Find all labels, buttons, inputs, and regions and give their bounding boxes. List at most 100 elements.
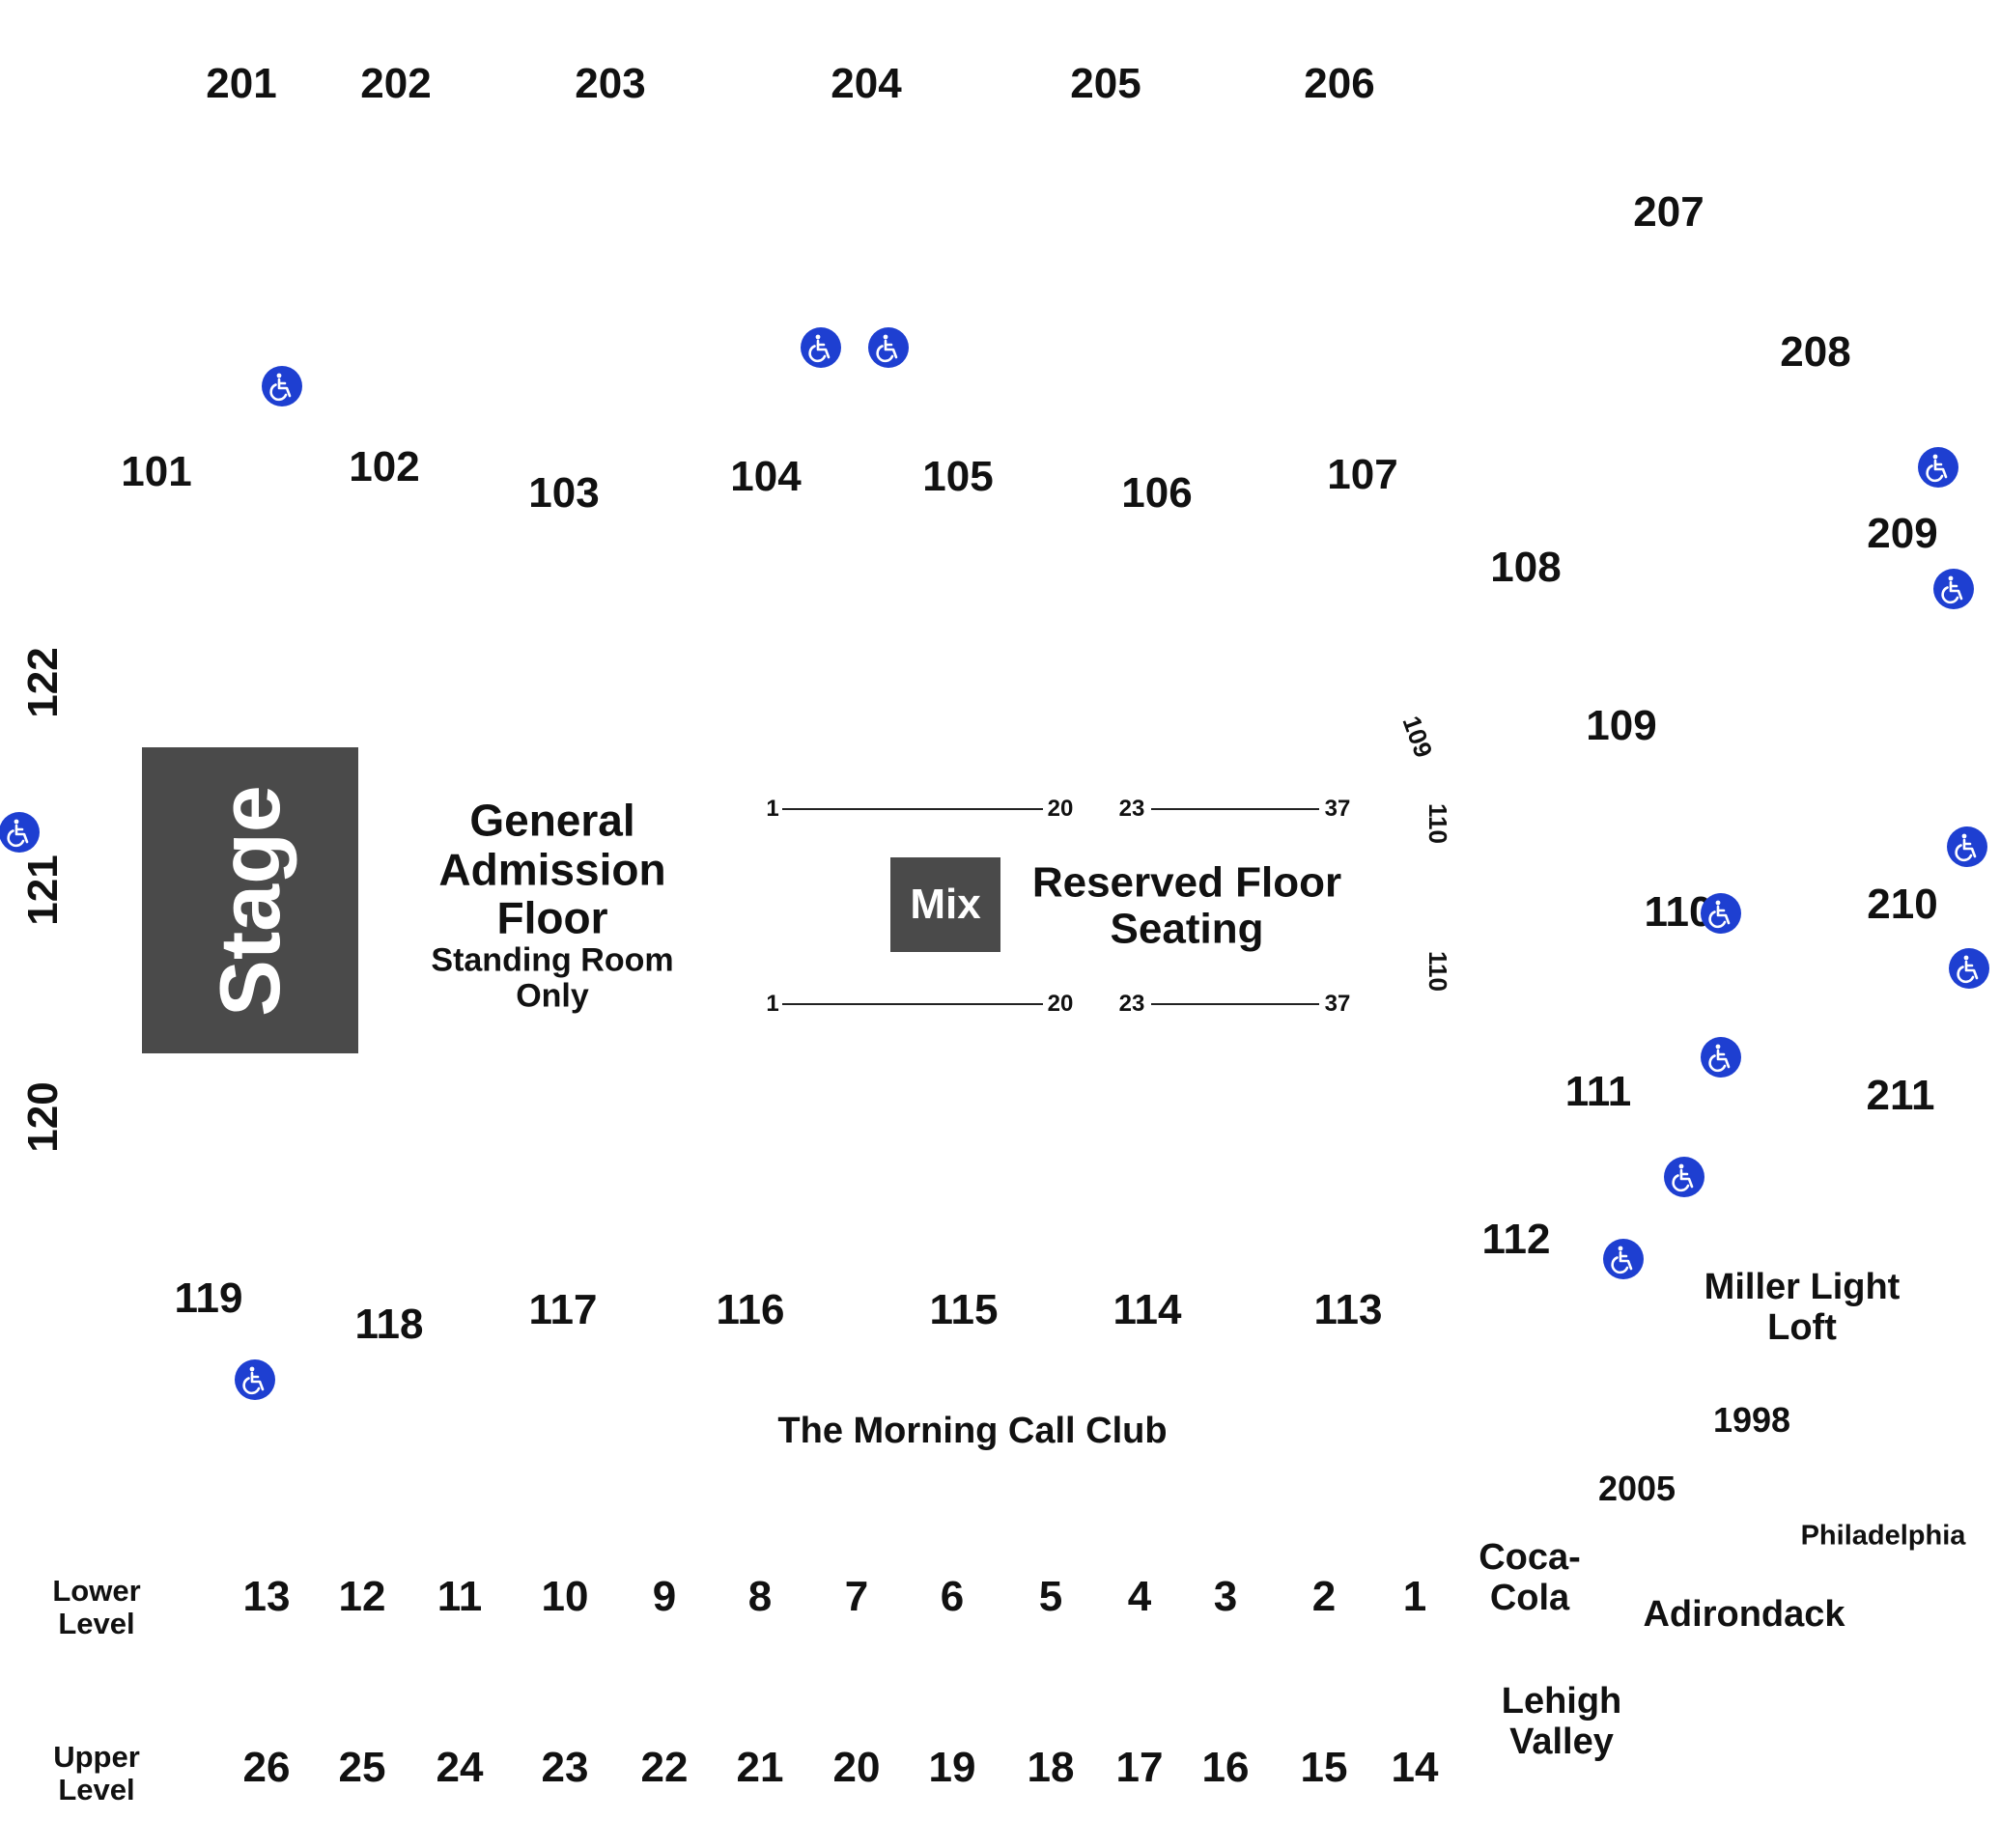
mix-label: Mix	[910, 881, 981, 928]
lower-suite-7[interactable]: 7	[844, 1573, 869, 1620]
upper-suite-23[interactable]: 23	[541, 1744, 589, 1791]
upper-suite-21[interactable]: 21	[736, 1744, 784, 1791]
wheelchair-accessible-icon	[1947, 826, 1987, 867]
section-103[interactable]: 103	[528, 469, 600, 517]
morning-call-club[interactable]: The Morning Call Club	[777, 1411, 1168, 1451]
section-206[interactable]: 206	[1304, 60, 1375, 107]
upper-level-line2: Level	[58, 1773, 135, 1806]
suite-philadelphia[interactable]: Philadelphia	[1800, 1520, 1966, 1552]
upper-suite-16[interactable]: 16	[1201, 1744, 1250, 1791]
miller-light-loft[interactable]: Miller Light Loft	[1704, 1267, 1901, 1349]
section-122[interactable]: 122	[19, 647, 67, 718]
section-114[interactable]: 114	[1113, 1286, 1182, 1333]
section-207[interactable]: 207	[1633, 188, 1704, 236]
section-211[interactable]: 211	[1866, 1072, 1935, 1119]
upper-suite-22[interactable]: 22	[640, 1744, 689, 1791]
upper-suite-26[interactable]: 26	[242, 1744, 291, 1791]
lower-suite-8[interactable]: 8	[747, 1573, 773, 1620]
row-label-top-20: 20	[1047, 796, 1074, 822]
section-104[interactable]: 104	[730, 453, 802, 500]
section-119[interactable]: 119	[174, 1274, 243, 1322]
upper-suite-20[interactable]: 20	[832, 1744, 881, 1791]
row-line-bottom-left	[782, 1003, 1043, 1005]
section-116[interactable]: 116	[716, 1286, 785, 1333]
lower-suite-12[interactable]: 12	[338, 1573, 386, 1620]
row-line-top-right	[1151, 808, 1319, 810]
section-102[interactable]: 102	[349, 443, 420, 490]
lower-suite-9[interactable]: 9	[652, 1573, 677, 1620]
lower-suite-13[interactable]: 13	[242, 1573, 291, 1620]
lower-suite-5[interactable]: 5	[1038, 1573, 1063, 1620]
upper-suite-18[interactable]: 18	[1027, 1744, 1075, 1791]
lehigh-valley-suite[interactable]: Lehigh Valley	[1502, 1681, 1622, 1763]
upper-suite-14[interactable]: 14	[1391, 1744, 1439, 1791]
lower-level-label: Lower Level	[52, 1574, 140, 1640]
row-line-bottom-right	[1151, 1003, 1319, 1005]
miller-line1: Miller Light	[1704, 1267, 1901, 1308]
suite-2005[interactable]: 2005	[1597, 1469, 1676, 1508]
section-202[interactable]: 202	[360, 60, 432, 107]
wheelchair-accessible-icon	[868, 327, 909, 368]
lower-suite-11[interactable]: 11	[437, 1573, 483, 1620]
section-203[interactable]: 203	[575, 60, 646, 107]
ga-sub-line2: Only	[516, 977, 589, 1015]
section-210[interactable]: 210	[1867, 881, 1938, 928]
section-118[interactable]: 118	[354, 1301, 424, 1348]
stage-label: Stage	[202, 784, 297, 1017]
general-admission-floor[interactable]: General Admission Floor Standing Room On…	[431, 797, 673, 1016]
upper-suite-25[interactable]: 25	[338, 1744, 386, 1791]
ga-sub-line1: Standing Room	[431, 941, 674, 979]
reserved-line1: Reserved Floor	[1031, 858, 1342, 907]
reserved-floor-seating[interactable]: Reserved Floor Seating	[1031, 858, 1342, 954]
adirondack-suite[interactable]: Adirondack	[1643, 1594, 1845, 1635]
section-110-floor-label-bottom[interactable]: 110	[1423, 951, 1452, 992]
section-208[interactable]: 208	[1780, 328, 1851, 376]
lower-suite-3[interactable]: 3	[1213, 1573, 1238, 1620]
section-109-floor-label[interactable]: 109	[1396, 712, 1439, 762]
wheelchair-accessible-icon	[1701, 1037, 1741, 1078]
row-line-top-left	[782, 808, 1043, 810]
coca-line2: Cola	[1489, 1578, 1570, 1618]
upper-suite-15[interactable]: 15	[1300, 1744, 1348, 1791]
section-204[interactable]: 204	[831, 60, 902, 107]
section-112[interactable]: 112	[1481, 1216, 1551, 1263]
lower-suite-10[interactable]: 10	[541, 1573, 589, 1620]
section-111[interactable]: 111	[1564, 1068, 1632, 1115]
lower-suite-1[interactable]: 1	[1402, 1573, 1427, 1620]
wheelchair-accessible-icon	[262, 366, 302, 406]
section-115[interactable]: 115	[929, 1286, 999, 1333]
section-121[interactable]: 121	[19, 854, 67, 926]
section-106[interactable]: 106	[1121, 469, 1193, 517]
section-205[interactable]: 205	[1070, 60, 1141, 107]
section-105[interactable]: 105	[922, 453, 994, 500]
lower-suite-6[interactable]: 6	[940, 1573, 965, 1620]
section-209[interactable]: 209	[1867, 510, 1938, 557]
upper-suite-19[interactable]: 19	[928, 1744, 976, 1791]
wheelchair-accessible-icon	[1933, 569, 1974, 609]
section-113[interactable]: 113	[1313, 1286, 1383, 1333]
row-label-bottom-23: 23	[1118, 991, 1145, 1017]
row-label-bottom-1: 1	[766, 991, 779, 1017]
section-108[interactable]: 108	[1490, 544, 1562, 591]
section-110-floor-label-top[interactable]: 110	[1423, 803, 1452, 844]
section-107[interactable]: 107	[1327, 451, 1398, 498]
wheelchair-accessible-icon	[1949, 948, 1989, 989]
reserved-line2: Seating	[1110, 906, 1264, 953]
section-109[interactable]: 109	[1586, 702, 1657, 749]
section-101[interactable]: 101	[121, 448, 192, 495]
upper-suite-24[interactable]: 24	[436, 1744, 484, 1791]
wheelchair-accessible-icon	[1664, 1157, 1704, 1197]
section-117[interactable]: 117	[528, 1286, 598, 1333]
ga-title-line3: Floor	[496, 892, 608, 943]
lower-suite-4[interactable]: 4	[1127, 1573, 1152, 1620]
upper-level-line1: Upper	[53, 1739, 140, 1774]
coca-cola-suite[interactable]: Coca- Cola	[1479, 1537, 1581, 1619]
row-label-top-23: 23	[1118, 796, 1145, 822]
section-120[interactable]: 120	[19, 1081, 67, 1153]
upper-suite-17[interactable]: 17	[1115, 1744, 1164, 1791]
suite-1998[interactable]: 1998	[1712, 1400, 1791, 1440]
lower-suite-2[interactable]: 2	[1311, 1573, 1337, 1620]
miller-line2: Loft	[1767, 1307, 1837, 1348]
section-201[interactable]: 201	[206, 60, 277, 107]
coca-line1: Coca-	[1479, 1537, 1581, 1579]
